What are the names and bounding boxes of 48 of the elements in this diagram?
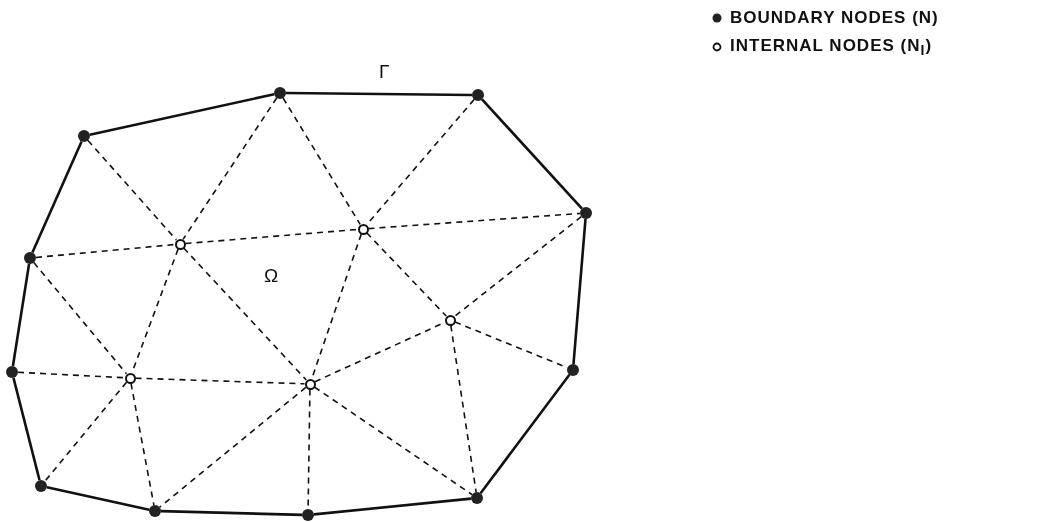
dashed-mesh-line xyxy=(134,377,306,385)
dashed-mesh-line xyxy=(35,243,176,259)
dashed-mesh-line xyxy=(282,97,361,226)
boundary-line xyxy=(11,263,31,367)
boundary-line xyxy=(89,93,275,136)
internal-node-circle xyxy=(124,372,136,384)
dashed-mesh-line xyxy=(87,139,178,241)
boundary-node-dot xyxy=(78,130,90,142)
dashed-mesh-line xyxy=(182,97,278,241)
dashed-mesh-line xyxy=(44,381,128,483)
boundary-line xyxy=(481,98,583,210)
boundary-line xyxy=(479,374,571,494)
internal-node-circle xyxy=(304,378,316,390)
boundary-symbol: Γ xyxy=(379,62,390,81)
dashed-mesh-line xyxy=(184,228,359,245)
dashed-mesh-line xyxy=(130,382,155,506)
boundary-line xyxy=(31,140,83,254)
boundary-line xyxy=(46,486,150,511)
boundary-line xyxy=(286,91,472,97)
dashed-mesh-line xyxy=(366,232,447,317)
dashed-mesh-line xyxy=(453,215,583,318)
boundary-node-dot xyxy=(35,480,47,492)
domain-symbol: Ω xyxy=(264,266,279,285)
internal-node-circle xyxy=(174,238,186,250)
boundary-node-dot xyxy=(302,509,314,521)
legend-text: INTERNAL NODES (N$_{I}$) xyxy=(730,36,933,59)
boundary-node-dot xyxy=(24,252,36,264)
boundary-line xyxy=(313,497,472,516)
dashed-mesh-line xyxy=(33,261,128,375)
dashed-mesh-line xyxy=(450,324,477,493)
boundary-line xyxy=(160,509,303,517)
internal-node-circle xyxy=(444,314,456,326)
boundary-node-dot xyxy=(471,492,483,504)
dashed-mesh-line xyxy=(313,386,473,496)
dashed-mesh-line xyxy=(182,247,308,381)
internal-node-circle xyxy=(357,223,369,235)
dashed-mesh-line xyxy=(17,371,126,379)
boundary-node-dot xyxy=(6,366,18,378)
legend-text: BOUNDARY NODES (N) xyxy=(730,8,939,28)
boundary-node-dot xyxy=(274,87,286,99)
boundary-node-dot xyxy=(580,207,592,219)
dashed-mesh-line xyxy=(158,386,307,508)
boundary-node-dot xyxy=(149,505,161,517)
boundary-line xyxy=(12,377,41,481)
boundary-node-dot xyxy=(472,89,484,101)
dashed-mesh-line xyxy=(367,212,581,230)
boundary-node-dot xyxy=(567,364,579,376)
boundary-line xyxy=(572,218,587,365)
